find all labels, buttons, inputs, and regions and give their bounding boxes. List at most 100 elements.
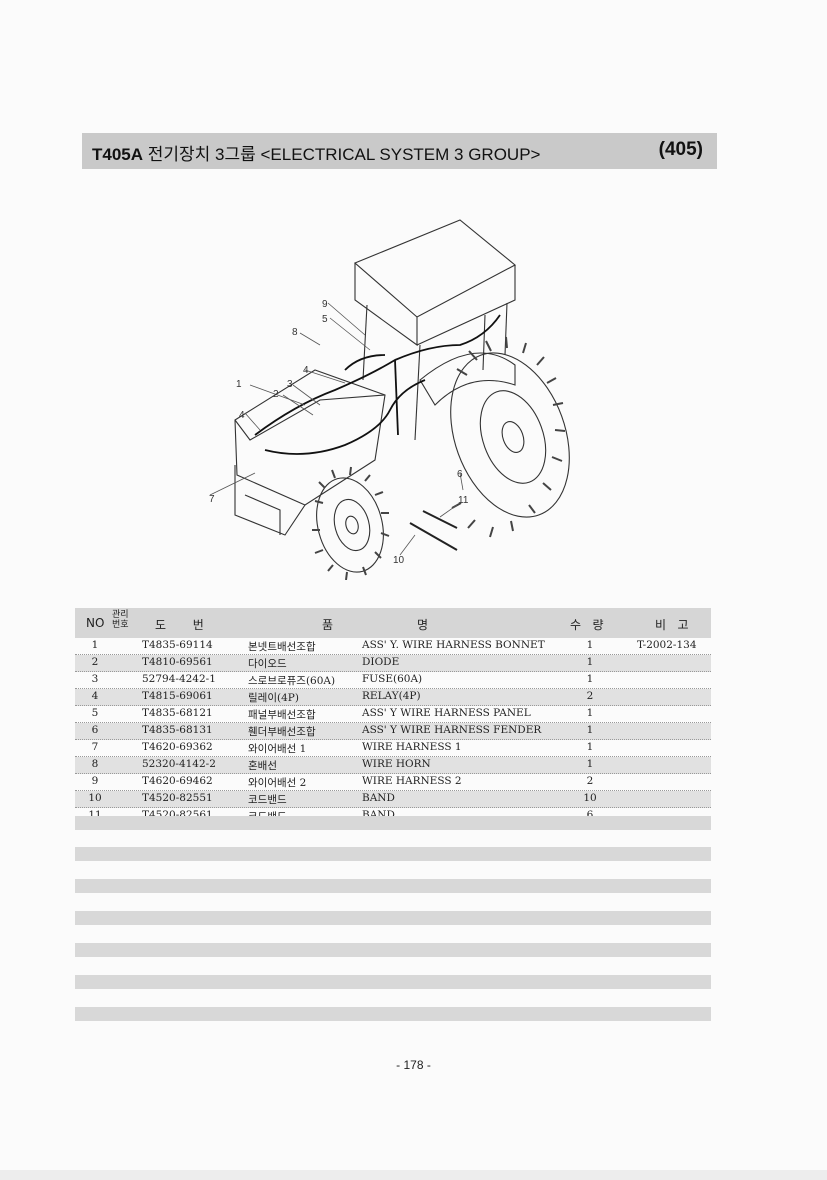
- header-drawing-number: 도 번: [155, 618, 204, 632]
- header-quantity: 수 량: [570, 618, 604, 632]
- quantity: 1: [586, 707, 594, 719]
- english-name: ASS' Y. WIRE HARNESS BONNET: [362, 639, 545, 651]
- callout-label: 1: [236, 379, 242, 390]
- quantity: 1: [586, 724, 594, 736]
- quantity: 2: [586, 775, 594, 787]
- english-name: WIRE HARNESS 2: [362, 775, 462, 787]
- callout-label: 4: [303, 365, 309, 376]
- table-row: 5 T4835-68121 패널부배선조합 ASS' Y WIRE HARNESS P…: [75, 706, 711, 723]
- table-row: 10 T4520-82551 코드밴드 BAND 10: [75, 791, 711, 808]
- korean-name: 스로브로퓨즈(60A): [248, 675, 336, 687]
- part-number: T4620-69362: [142, 741, 213, 753]
- row-number: 6: [91, 724, 99, 736]
- english-name: RELAY(4P): [362, 690, 421, 702]
- quantity: 1: [586, 758, 594, 770]
- callout-label: 8: [292, 327, 298, 338]
- table-row: 1 T4835-69114 본넷트배선조합 ASS' Y. WIRE HARNESS …: [75, 638, 711, 655]
- english-name: FUSE(60A): [362, 673, 423, 685]
- quantity: 6: [586, 809, 594, 821]
- callout-label: 4: [239, 410, 245, 421]
- part-number: T4815-69061: [142, 690, 213, 702]
- table-row: 3 52794-4242-1 스로브로퓨즈(60A) FUSE(60A) 1: [75, 672, 711, 689]
- english-name: ASS' Y WIRE HARNESS PANEL: [362, 707, 531, 719]
- part-number: T4835-68121: [142, 707, 213, 719]
- korean-name: 혼배선: [248, 760, 277, 772]
- table-row: 6 T4835-68131 휀더부배선조합 ASS' Y WIRE HARNESS F…: [75, 723, 711, 740]
- row-number: 9: [91, 775, 99, 787]
- english-name: ASS' Y WIRE HARNESS FENDER: [362, 724, 542, 736]
- callout-label: 7: [209, 494, 215, 505]
- table-header: NO 관리 번호 도 번 품 명 수 량 비 고: [75, 608, 711, 638]
- empty-row-band: [75, 1007, 711, 1021]
- korean-name: 다이오드: [248, 658, 287, 670]
- empty-row-band: [75, 879, 711, 893]
- table-body: 1 T4835-69114 본넷트배선조합 ASS' Y. WIRE HARNESS …: [75, 638, 711, 825]
- korean-name: 패널부배선조합: [248, 709, 316, 721]
- callout-label: 3: [287, 379, 293, 390]
- empty-row-band: [75, 847, 711, 861]
- page-bottom-edge: [0, 1170, 827, 1180]
- row-number: 5: [91, 707, 99, 719]
- part-number: T4810-69561: [142, 656, 213, 668]
- row-number: 10: [88, 792, 102, 804]
- section-title: T405A 전기장치 3그룹 <ELECTRICAL SYSTEM 3 GROU…: [92, 140, 540, 165]
- header-no: NO: [86, 616, 105, 630]
- korean-name: 와이어배선 2: [248, 777, 307, 789]
- quantity: 1: [586, 639, 594, 651]
- quantity: 1: [586, 673, 594, 685]
- table-row: 9 T4620-69462 와이어배선 2 WIRE HARNESS 2 2: [75, 774, 711, 791]
- row-number: 1: [91, 639, 99, 651]
- english-name: WIRE HORN: [362, 758, 431, 770]
- table-row: 7 T4620-69362 와이어배선 1 WIRE HARNESS 1 1: [75, 740, 711, 757]
- empty-row-band: [75, 975, 711, 989]
- callout-label: 2: [273, 389, 279, 400]
- korean-name: 휀더부배선조합: [248, 726, 316, 738]
- callout-label: 6: [457, 469, 463, 480]
- empty-row-band: [75, 943, 711, 957]
- section-title-text: 전기장치 3그룹 <ELECTRICAL SYSTEM 3 GROUP>: [147, 145, 541, 164]
- table-row: 2 T4810-69561 다이오드 DIODE 1: [75, 655, 711, 672]
- part-number: 52320-4142-2: [142, 758, 216, 770]
- part-number: T4835-69114: [142, 639, 213, 651]
- quantity: 2: [586, 690, 594, 702]
- english-name: DIODE: [362, 656, 400, 668]
- row-number: 7: [91, 741, 99, 753]
- section-number: (405): [658, 139, 703, 160]
- table-row: 8 52320-4142-2 혼배선 WIRE HORN 1: [75, 757, 711, 774]
- remark: T-2002-134: [637, 639, 697, 651]
- english-name: BAND: [362, 792, 395, 804]
- row-number: 4: [91, 690, 99, 702]
- callout-label: 5: [322, 314, 328, 325]
- part-number: T4520-82551: [142, 792, 213, 804]
- section-title-bar: T405A 전기장치 3그룹 <ELECTRICAL SYSTEM 3 GROU…: [82, 133, 717, 169]
- header-name-left: 품: [322, 618, 334, 632]
- part-number: T4835-68131: [142, 724, 213, 736]
- korean-name: 본넷트배선조합: [248, 641, 316, 653]
- row-number: 8: [91, 758, 99, 770]
- header-name-right: 명: [417, 618, 429, 632]
- header-remark: 비 고: [655, 618, 689, 632]
- quantity: 1: [586, 656, 594, 668]
- quantity: 10: [583, 792, 597, 804]
- part-number: 52794-4242-1: [142, 673, 216, 685]
- korean-name: 와이어배선 1: [248, 743, 307, 755]
- parts-table: NO 관리 번호 도 번 품 명 수 량 비 고 1 T4835-69114 본넷트…: [75, 608, 711, 825]
- table-row: 4 T4815-69061 릴레이(4P) RELAY(4P) 2: [75, 689, 711, 706]
- row-number: 2: [91, 656, 99, 668]
- korean-name: 코드밴드: [248, 794, 287, 806]
- callout-label: 10: [393, 555, 405, 566]
- row-number: 3: [91, 673, 99, 685]
- korean-name: 릴레이(4P): [248, 692, 299, 704]
- page-number: - 178 -: [396, 1058, 431, 1072]
- empty-row-band: [75, 911, 711, 925]
- quantity: 1: [586, 741, 594, 753]
- header-management-number: 관리 번호: [112, 610, 129, 630]
- empty-row-band: [75, 816, 711, 830]
- part-number: T4620-69462: [142, 775, 213, 787]
- tractor-exploded-diagram: 1 2 3 4 4 5 6 7 8 9 10 11: [209, 219, 570, 580]
- callout-label: 11: [458, 495, 469, 506]
- callout-label: 9: [322, 299, 328, 310]
- section-code: T405A: [92, 145, 144, 164]
- english-name: WIRE HARNESS 1: [362, 741, 462, 753]
